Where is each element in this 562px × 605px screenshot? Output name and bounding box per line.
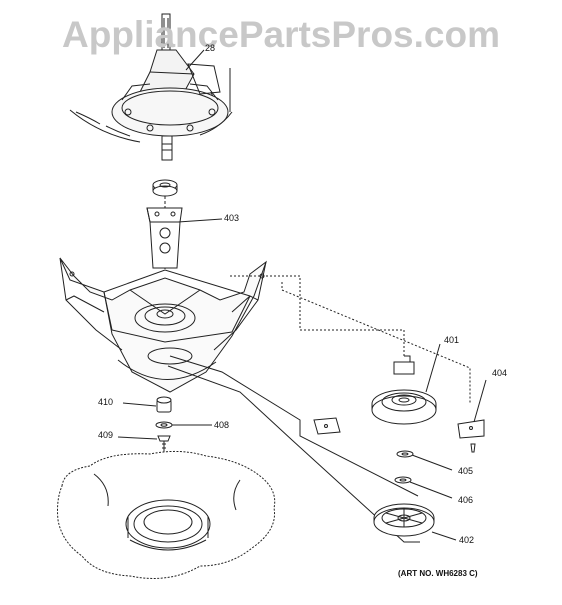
drive-pulley-402 [373,503,435,537]
callout-406: 406 [458,495,474,505]
bracket-403 [146,207,183,269]
callout-401: 401 [444,335,460,345]
callout-402: 402 [459,535,475,545]
callout-404: 404 [492,368,508,378]
bearing [152,179,178,197]
callout-28: 28 [205,43,216,53]
callout-405: 405 [458,466,474,476]
fastener-stack [155,396,173,452]
callout-403: 403 [224,213,240,223]
callout-408: 408 [214,420,230,430]
transmission-assembly [69,13,233,161]
motor-pulley-401 [371,389,437,425]
watermark-text: AppliancePartsPros.com [62,14,500,55]
art-number: (ART NO. WH6283 C) [398,569,478,578]
callout-409: 409 [98,430,114,440]
tub-bottom [57,450,276,579]
pads-404 [313,361,485,439]
washers [394,450,414,484]
drive-frame [59,257,268,393]
callout-410: 410 [98,397,114,407]
